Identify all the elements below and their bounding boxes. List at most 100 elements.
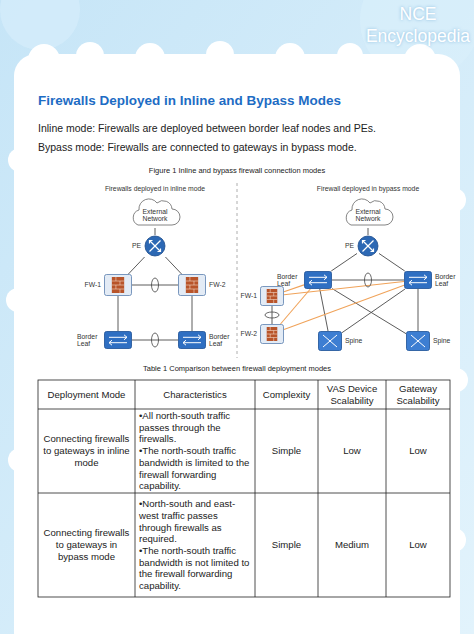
panel-heading: Firewall deployed in bypass mode <box>288 185 448 193</box>
table-cell-box: Low <box>386 493 450 597</box>
table-cell-box: VAS Device Scalability <box>318 380 386 409</box>
table-cell-box: •All north-south traffic passes through … <box>135 409 255 493</box>
firewall-icon <box>178 274 206 296</box>
node-label: Spine <box>433 337 450 344</box>
panel-heading: Firewalls deployed in inline mode <box>75 185 235 193</box>
network-link <box>165 257 181 274</box>
network-link <box>284 285 404 329</box>
table-cell-box: Deployment Mode <box>38 380 135 409</box>
table-header: Characteristics <box>139 389 251 401</box>
network-link <box>332 280 404 281</box>
table-cell-box: Low <box>318 409 386 493</box>
node-label: PE <box>345 242 354 249</box>
router-icon: PE <box>357 235 379 257</box>
network-link <box>320 289 328 331</box>
node-label: External Network <box>348 207 388 222</box>
table-cell-box: Connecting firewalls to gateways in inli… <box>38 409 135 493</box>
switch-icon <box>104 331 132 349</box>
switch-icon: Border Leaf <box>104 331 132 349</box>
switch-icon: Border Leaf <box>304 271 332 289</box>
table-cell-box: Complexity <box>255 380 318 409</box>
firewall-icon: FW-2 <box>260 324 284 344</box>
node-label: Border Leaf <box>209 333 233 348</box>
node-label: FW-2 <box>241 330 258 337</box>
table-grid <box>38 380 450 597</box>
network-link <box>284 282 404 295</box>
table-cell: Low <box>390 539 446 551</box>
table-cell: •North-south and east-west traffic passe… <box>139 498 251 545</box>
table-header: Deployment Mode <box>42 389 131 401</box>
network-link <box>128 257 144 274</box>
card <box>6 41 468 634</box>
node-label: PE <box>132 242 141 249</box>
network-link <box>368 228 369 235</box>
table-cell: Connecting firewalls to gateways in inli… <box>42 433 131 468</box>
table-cell-box: Medium <box>318 493 386 597</box>
node-label: FW-1 <box>85 281 102 288</box>
firewall-icon: FW-2 <box>178 274 206 296</box>
network-link <box>332 289 406 334</box>
watermark: NCE Encyclopedia <box>362 4 474 48</box>
router-icon <box>144 235 166 257</box>
node-label: FW-2 <box>209 281 226 288</box>
network-link <box>379 253 405 271</box>
table-header: VAS Device Scalability <box>322 383 382 406</box>
switch-icon <box>178 331 206 349</box>
switch-icon: Border Leaf <box>404 271 432 289</box>
table-cell: Simple <box>259 445 314 457</box>
panel-divider <box>237 183 238 358</box>
firewall-icon: FW-1 <box>260 286 284 306</box>
table-cell: Connecting firewalls to gateways in bypa… <box>42 527 131 562</box>
table-header: Gateway Scalability <box>390 383 446 406</box>
node-label: Border Leaf <box>435 273 459 288</box>
firewall-icon: FW-1 <box>104 274 132 296</box>
table-cell: Simple <box>259 539 314 551</box>
table-cell-box: Simple <box>255 493 318 597</box>
network-link <box>132 285 178 286</box>
table-cell: Medium <box>322 539 382 551</box>
firewall-icon <box>260 324 284 344</box>
figure-caption: Figure 1 Inline and bypass firewall conn… <box>0 166 474 175</box>
table-cell-box: Connecting firewalls to gateways in bypa… <box>38 493 135 597</box>
node-label: Border Leaf <box>277 273 301 288</box>
table-cell: Low <box>390 445 446 457</box>
network-link <box>192 296 193 331</box>
network-link <box>418 289 419 331</box>
table-cell-box: Low <box>386 409 450 493</box>
table-cell-box: Simple <box>255 409 318 493</box>
page-title: Firewalls Deployed in Inline and Bypass … <box>38 93 458 110</box>
network-link <box>272 306 273 324</box>
network-link <box>155 228 156 235</box>
table-header: Complexity <box>259 389 314 401</box>
switch-icon: Spine <box>318 331 342 351</box>
node-label: Border Leaf <box>77 333 101 348</box>
router-icon: PE <box>144 235 166 257</box>
table-cell-box: •North-south and east-west traffic passe… <box>135 493 255 597</box>
network-link <box>342 289 405 333</box>
network-link <box>132 340 178 341</box>
switch-icon: Spine <box>406 331 430 351</box>
router-icon <box>357 235 379 257</box>
table-cell: •The north-south traffic bandwidth is li… <box>139 445 251 492</box>
table-cell: Low <box>322 445 382 457</box>
node-label: External Network <box>135 207 175 222</box>
node-label: Spine <box>345 337 362 344</box>
switch-icon <box>304 271 332 289</box>
table-caption: Table 1 Comparison between firewall depl… <box>0 364 474 373</box>
switch-icon <box>406 331 430 351</box>
network-link <box>118 296 119 331</box>
network-link <box>331 253 357 271</box>
firewall-icon <box>104 274 132 296</box>
firewall-icon <box>260 286 284 306</box>
node-label: FW-1 <box>241 292 258 299</box>
switch-icon <box>404 271 432 289</box>
table-cell: •The north-south traffic bandwidth is no… <box>139 545 251 592</box>
cloud-shape: External Network <box>341 198 395 228</box>
table-cell: •All north-south traffic passes through … <box>139 410 251 445</box>
cloud-shape: External Network <box>128 198 182 228</box>
switch-icon: Border Leaf <box>178 331 206 349</box>
table-cell-box: Gateway Scalability <box>386 380 450 409</box>
paragraph: Bypass mode: Firewalls are connected to … <box>38 141 463 154</box>
switch-icon <box>318 331 342 351</box>
paragraph: Inline mode: Firewalls are deployed betw… <box>38 122 463 135</box>
